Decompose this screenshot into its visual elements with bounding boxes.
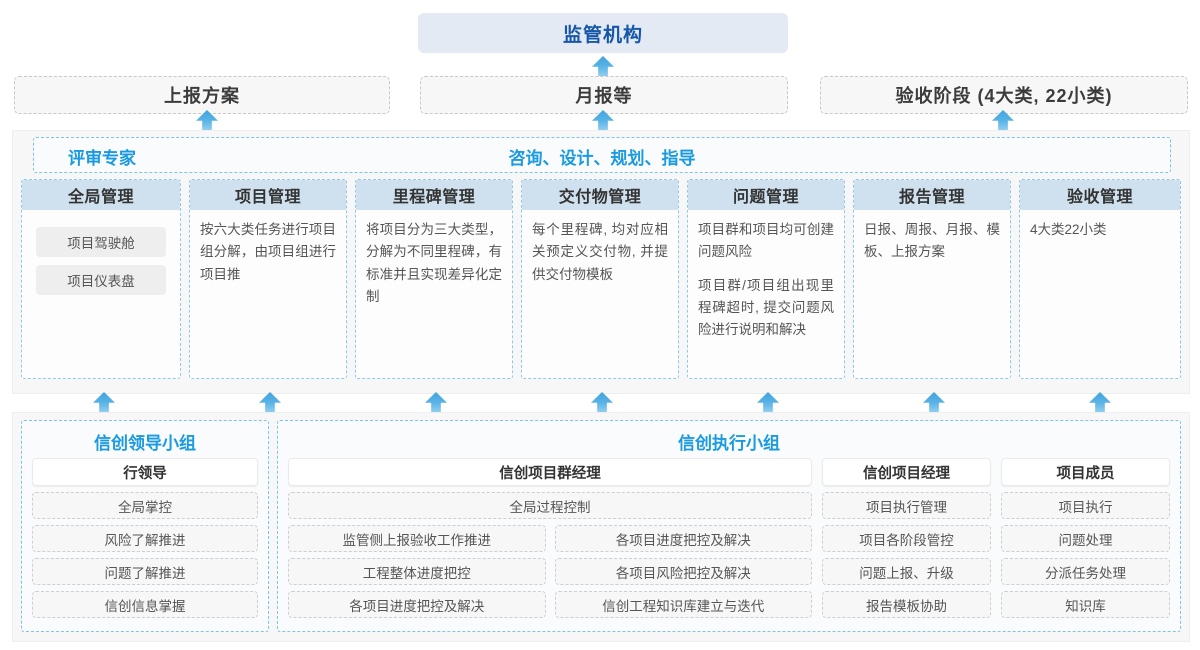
column-paragraph: 每个里程碑, 均对应相关预定义交付物, 并提供交付物模板 xyxy=(532,222,668,282)
column-body: 项目群和项目均可创建问题风险 项目群/项目组出现里程碑超时, 提交问题风险进行说… xyxy=(688,210,844,356)
duty-item[interactable]: 信创工程知识库建立与迭代 xyxy=(554,591,812,618)
column-global-management[interactable]: 全局管理 项目驾驶舱 项目仪表盘 xyxy=(21,179,181,379)
regulator-box: 监管机构 xyxy=(418,13,788,53)
column-title: 问题管理 xyxy=(732,189,799,206)
management-panel: 评审专家 咨询、设计、规划、指导 全局管理 项目驾驶舱 项目仪表盘 项目管理 按… xyxy=(12,130,1190,394)
duty-item[interactable]: 全局掌控 xyxy=(32,492,258,519)
column-header: 报告管理 xyxy=(854,180,1010,210)
duty-item[interactable]: 知识库 xyxy=(1001,591,1170,618)
column-header: 问题管理 xyxy=(688,180,844,210)
duty-col-left: 监管侧上报验收工作推进 工程整体进度把控 各项目进度把控及解决 xyxy=(288,525,546,624)
duty-item[interactable]: 问题上报、升级 xyxy=(822,558,991,585)
column-issue-management[interactable]: 问题管理 项目群和项目均可创建问题风险 项目群/项目组出现里程碑超时, 提交问题… xyxy=(687,179,845,379)
role-header[interactable]: 行领导 xyxy=(32,458,258,486)
duty-item[interactable]: 问题了解推进 xyxy=(32,558,258,585)
duty-two-col: 监管侧上报验收工作推进 工程整体进度把控 各项目进度把控及解决 各项目进度把控及… xyxy=(288,525,812,624)
column-title: 全局管理 xyxy=(67,189,134,206)
duty-item[interactable]: 问题处理 xyxy=(1001,525,1170,552)
report-box-plan: 上报方案 xyxy=(14,76,390,114)
duty-item[interactable]: 各项目进度把控及解决 xyxy=(554,525,812,552)
column-paragraph: 项目群和项目均可创建问题风险 xyxy=(698,222,834,260)
role-header[interactable]: 信创项目群经理 xyxy=(288,458,812,486)
report-box-plan-label: 上报方案 xyxy=(164,86,240,106)
column-header: 全局管理 xyxy=(22,180,180,210)
role-header[interactable]: 项目成员 xyxy=(1001,458,1170,486)
duty-item[interactable]: 报告模板协助 xyxy=(822,591,991,618)
column-acceptance-management[interactable]: 验收管理 4大类22小类 xyxy=(1019,179,1181,379)
column-body: 4大类22小类 xyxy=(1020,210,1180,256)
management-panel-header: 评审专家 咨询、设计、规划、指导 xyxy=(33,137,1171,173)
group-title: 信创领导小组 xyxy=(94,434,196,453)
group-execution[interactable]: 信创执行小组 信创项目群经理 全局过程控制 监管侧上报验收工作推进 工程整体进度… xyxy=(277,420,1181,632)
report-box-monthly-label: 月报等 xyxy=(575,86,633,106)
column-body: 将项目分为三大类型，分解为不同里程碑，有标准并且实现差异化定制 xyxy=(356,210,512,323)
duty-item[interactable]: 项目执行 xyxy=(1001,492,1170,519)
column-paragraph: 4大类22小类 xyxy=(1030,222,1107,237)
column-paragraph: 按六大类任务进行项目组分解，由项目组进行项目推 xyxy=(200,222,336,282)
duty-item[interactable]: 风险了解推进 xyxy=(32,525,258,552)
column-body: 项目驾驶舱 项目仪表盘 xyxy=(22,210,180,307)
duty-item[interactable]: 各项目进度把控及解决 xyxy=(288,591,546,618)
column-report-management[interactable]: 报告管理 日报、周报、月报、模板、上报方案 xyxy=(853,179,1011,379)
column-title: 报告管理 xyxy=(898,189,965,206)
review-experts-label: 评审专家 xyxy=(68,149,136,168)
column-body: 日报、周报、月报、模板、上报方案 xyxy=(854,210,1010,279)
chip-item[interactable]: 项目驾驶舱 xyxy=(36,227,166,257)
duty-item[interactable]: 项目执行管理 xyxy=(822,492,991,519)
column-paragraph: 将项目分为三大类型，分解为不同里程碑，有标准并且实现差异化定制 xyxy=(366,222,502,304)
duty-item-full[interactable]: 全局过程控制 xyxy=(288,492,812,519)
group-title: 信创执行小组 xyxy=(678,434,780,453)
duty-item[interactable]: 各项目风险把控及解决 xyxy=(554,558,812,585)
duty-item[interactable]: 工程整体进度把控 xyxy=(288,558,546,585)
report-box-acceptance: 验收阶段 (4大类, 22小类) xyxy=(820,76,1188,114)
column-milestone-management[interactable]: 里程碑管理 将项目分为三大类型，分解为不同里程碑，有标准并且实现差异化定制 xyxy=(355,179,513,379)
execution-roles: 信创项目群经理 全局过程控制 监管侧上报验收工作推进 工程整体进度把控 各项目进… xyxy=(278,454,1180,630)
column-paragraph: 项目群/项目组出现里程碑超时, 提交问题风险进行说明和解决 xyxy=(698,277,834,338)
column-title: 项目管理 xyxy=(234,189,301,206)
regulator-label: 监管机构 xyxy=(562,24,643,46)
role-block-project-manager: 信创项目经理 项目执行管理 项目各阶段管控 问题上报、升级 报告模板协助 xyxy=(822,458,991,630)
column-title: 交付物管理 xyxy=(558,189,642,206)
column-paragraph: 日报、周报、月报、模板、上报方案 xyxy=(864,222,1000,260)
column-header: 交付物管理 xyxy=(522,180,678,210)
column-header: 验收管理 xyxy=(1020,180,1180,210)
column-header: 里程碑管理 xyxy=(356,180,512,210)
column-header: 项目管理 xyxy=(190,180,346,210)
column-body: 按六大类任务进行项目组分解，由项目组进行项目推 xyxy=(190,210,346,301)
report-box-monthly: 月报等 xyxy=(420,76,788,114)
role-block: 行领导 全局掌控 风险了解推进 问题了解推进 信创信息掌握 xyxy=(22,454,268,618)
team-panel: 信创领导小组 行领导 全局掌控 风险了解推进 问题了解推进 信创信息掌握 信创执… xyxy=(12,412,1190,642)
duty-item[interactable]: 监管侧上报验收工作推进 xyxy=(288,525,546,552)
duty-item[interactable]: 项目各阶段管控 xyxy=(822,525,991,552)
role-block-project-member: 项目成员 项目执行 问题处理 分派任务处理 知识库 xyxy=(1001,458,1170,630)
column-deliverable-management[interactable]: 交付物管理 每个里程碑, 均对应相关预定义交付物, 并提供交付物模板 xyxy=(521,179,679,379)
report-box-acceptance-label: 验收阶段 (4大类, 22小类) xyxy=(895,86,1113,106)
role-block-program-manager: 信创项目群经理 全局过程控制 监管侧上报验收工作推进 工程整体进度把控 各项目进… xyxy=(288,458,812,630)
role-header[interactable]: 信创项目经理 xyxy=(822,458,991,486)
column-body: 每个里程碑, 均对应相关预定义交付物, 并提供交付物模板 xyxy=(522,210,678,301)
consulting-label: 咨询、设计、规划、指导 xyxy=(508,149,696,168)
group-leadership[interactable]: 信创领导小组 行领导 全局掌控 风险了解推进 问题了解推进 信创信息掌握 xyxy=(21,420,269,632)
column-title: 里程碑管理 xyxy=(392,189,476,206)
duty-item[interactable]: 信创信息掌握 xyxy=(32,591,258,618)
duty-col-right: 各项目进度把控及解决 各项目风险把控及解决 信创工程知识库建立与迭代 xyxy=(554,525,812,624)
chip-item[interactable]: 项目仪表盘 xyxy=(36,265,166,295)
column-project-management[interactable]: 项目管理 按六大类任务进行项目组分解，由项目组进行项目推 xyxy=(189,179,347,379)
column-title: 验收管理 xyxy=(1066,189,1133,206)
duty-item[interactable]: 分派任务处理 xyxy=(1001,558,1170,585)
